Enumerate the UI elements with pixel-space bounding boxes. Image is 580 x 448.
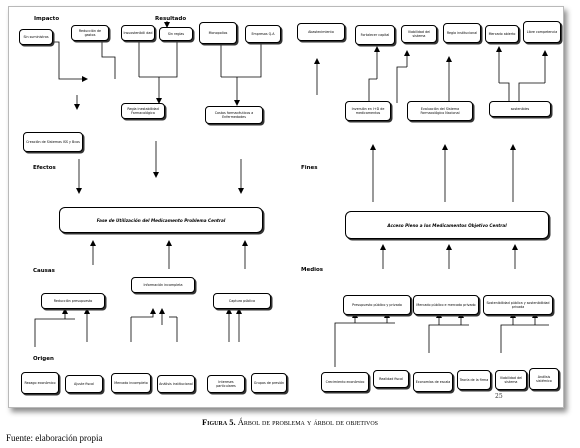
node-teoria-firma: Teoría de la firma <box>457 370 491 390</box>
node-empresas-qa: Empresas Q.A <box>245 25 281 43</box>
node-insuostenibilidad: Insuostenibili dad <box>121 25 155 41</box>
node-intereses-particulares: Intereses particulares <box>207 375 245 393</box>
document-page: Impacto Resultado Efectos Causas Origen … <box>8 6 564 408</box>
node-sin-suministros: Sin suministros <box>19 29 53 45</box>
page-number: 25 <box>495 393 503 400</box>
section-impacto: Impacto <box>34 16 60 22</box>
node-viabilidad-sistema-bottom: Viabilidad del sistema <box>495 370 527 390</box>
node-evaluacion-sistema: Evaluación del Sistema Farmacológico Nac… <box>407 101 473 121</box>
node-crecimiento-economico: Crecimiento económico <box>321 372 369 392</box>
node-monopolios: Monopolios <box>199 22 237 44</box>
node-inversion-medicamentos: Inversión en I+D de medicamentos <box>345 101 391 121</box>
node-creacion-sistemas: Creación de Sistemas ISS y Bcos <box>23 132 83 152</box>
section-fines: Fines <box>301 165 318 171</box>
node-ajuste-fiscal: Ajuste fiscal <box>65 375 103 393</box>
figure-caption: Figura 5. Árbol de problema y árbol de o… <box>0 417 580 427</box>
central-problem: Fase de Utilización del Medicamento Prob… <box>59 207 263 233</box>
section-medios: Medios <box>301 267 324 273</box>
node-sin-reglas: Sin reglas <box>159 27 193 41</box>
node-analisis-sistemico: Análisis sistémico <box>529 368 559 390</box>
node-sostenibilidad: Sostenibilidad pública y sostenibilidad … <box>483 295 553 315</box>
section-efectos: Efectos <box>33 165 56 171</box>
connector-lines <box>34 21 549 367</box>
node-analisis-institucional: Análisis institucional <box>157 375 195 393</box>
node-regla-inestabilidad: Regla inestabilidad Farmacológica <box>121 103 165 119</box>
caption-text: Árbol de problema y árbol de objetivos <box>237 417 379 427</box>
node-rezago-economico: Rezago económico <box>21 372 59 394</box>
node-mercado-publico: Mercado público e mercado privado <box>413 295 479 315</box>
node-reduccion-presupuesto: Reducción presupuesto <box>41 293 105 309</box>
node-viabilidad-sistema: Viabilidad del sistema <box>401 25 437 43</box>
node-reduccion-gastos: Reducción de gastos <box>71 25 109 41</box>
node-fortalecer-capital: Fortalecer capital <box>355 25 395 45</box>
node-realidad-fiscal: Realidad fiscal <box>373 370 409 388</box>
node-informacion-incompleta: Información incompleta <box>131 277 195 293</box>
node-regla-institucional: Regla institucional <box>443 23 481 43</box>
node-mercado-incompleto: Mercado incompleto <box>111 373 151 393</box>
node-mercado-abierto: Mercado abierto <box>485 25 519 43</box>
node-grupos-presion: Grupos de presión <box>251 373 287 393</box>
node-captura-publica: Captura pública <box>213 293 271 309</box>
node-sostenibles: sostenibles <box>489 101 551 117</box>
node-abastecimiento: Abastecimiento <box>297 23 345 41</box>
central-objective: Acceso Pleno a los Medicamentos Objetivo… <box>345 211 549 239</box>
section-origen: Origen <box>33 356 54 362</box>
node-economias-escala: Economías de escala <box>413 372 453 392</box>
section-resultado: Resultado <box>155 16 187 22</box>
node-libre-competencia: Libre competencia <box>523 21 561 43</box>
node-costos-farmaceutica: Costos farmacéuticos a Enfermedades <box>205 106 263 124</box>
section-causas: Causas <box>33 268 55 274</box>
source-note: Fuente: elaboración propia <box>6 433 103 443</box>
node-presupuesto-publico: Presupuesto público y privado <box>343 295 411 315</box>
caption-label: Figura 5. <box>201 417 236 427</box>
